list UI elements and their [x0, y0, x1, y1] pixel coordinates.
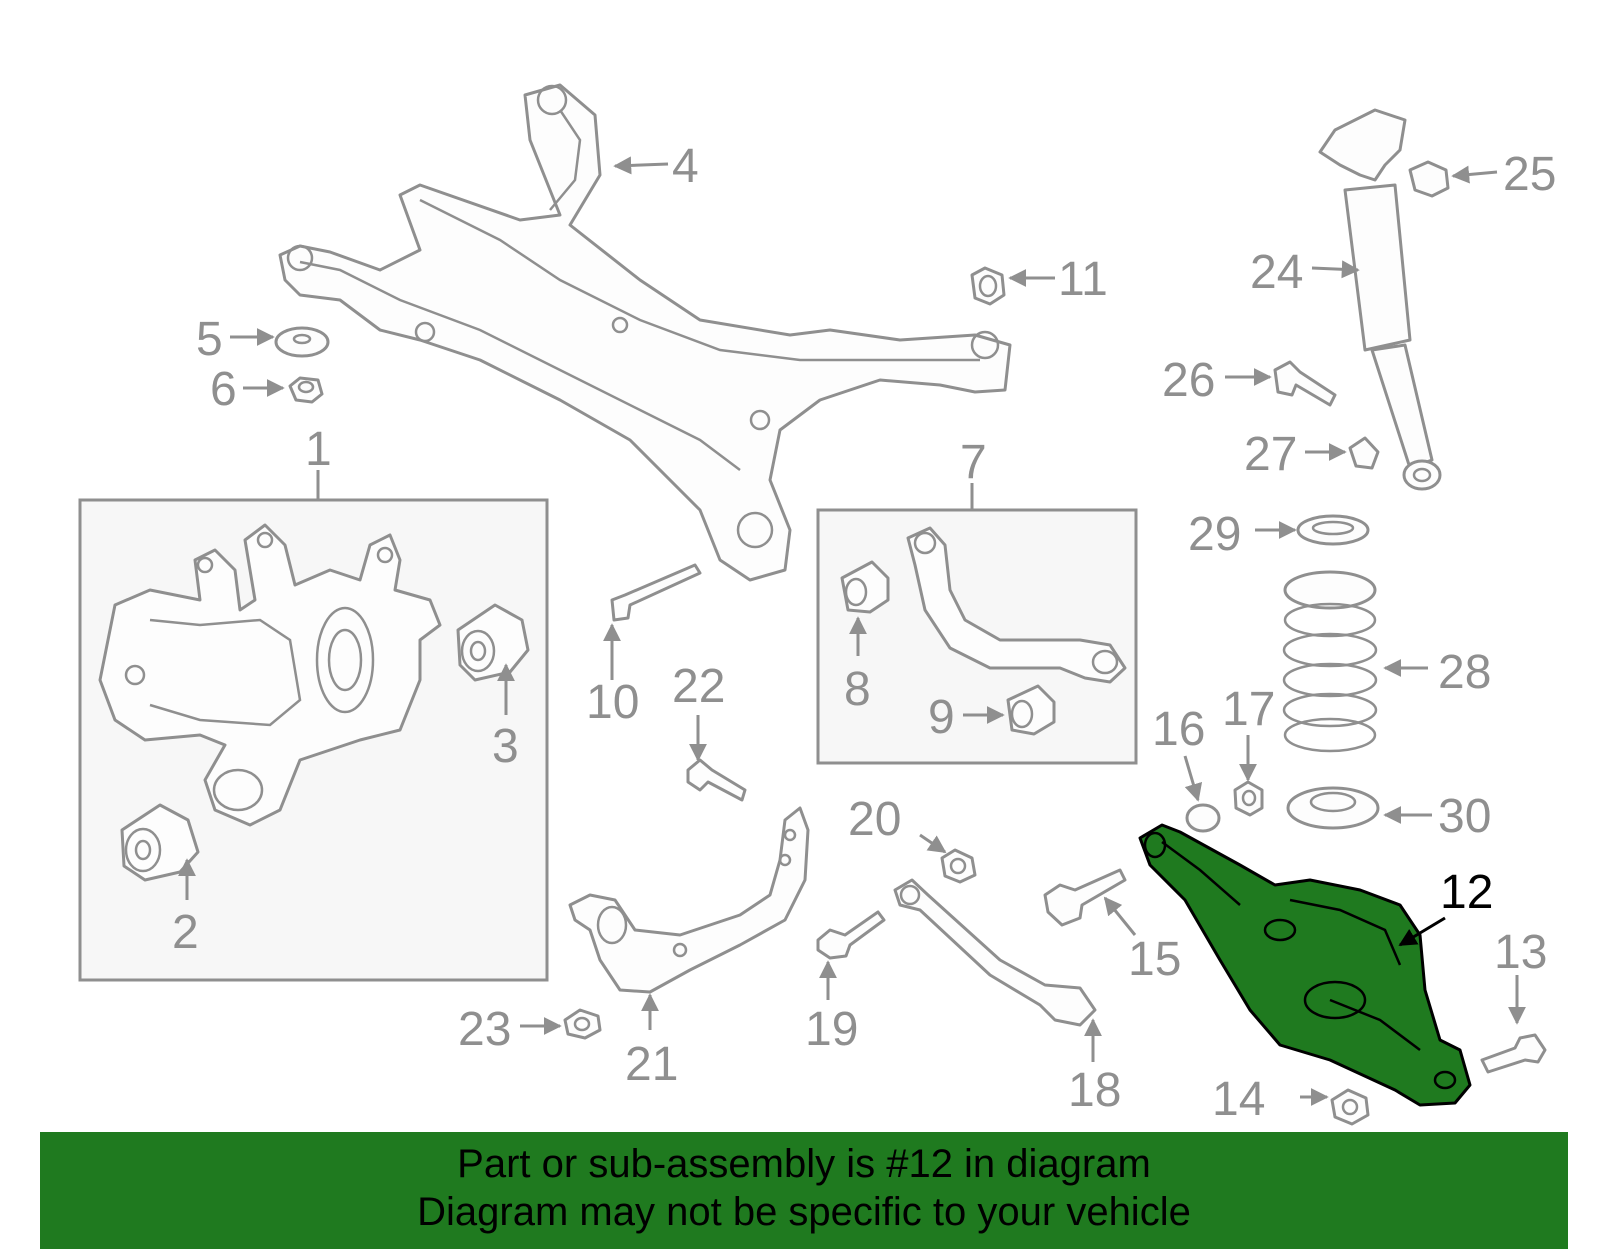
- spring-seat-29: [1296, 514, 1370, 546]
- nut-23: [563, 1008, 602, 1040]
- callout-23[interactable]: 23: [458, 1003, 511, 1056]
- callout-29[interactable]: 29: [1188, 508, 1241, 561]
- bushing-9: [1006, 684, 1056, 736]
- callout-15[interactable]: 15: [1128, 933, 1181, 986]
- footer-line-1: Part or sub-assembly is #12 in diagram: [457, 1142, 1151, 1186]
- nut-17: [1233, 780, 1264, 817]
- subframe-crossmember: [278, 83, 1012, 582]
- callout-25[interactable]: 25: [1503, 148, 1556, 201]
- callout-27[interactable]: 27: [1244, 428, 1297, 481]
- upper-arm-7: [906, 526, 1127, 684]
- callout-4[interactable]: 4: [672, 140, 699, 193]
- nut-20: [940, 848, 977, 884]
- callout-24[interactable]: 24: [1250, 246, 1303, 299]
- footer-line-2: Diagram may not be specific to your vehi…: [417, 1190, 1191, 1234]
- rear-knuckle: [98, 523, 442, 827]
- bolt-13: [1480, 1033, 1547, 1074]
- bushing-3: [456, 603, 530, 682]
- callout-3[interactable]: 3: [492, 720, 519, 773]
- callout-14[interactable]: 14: [1212, 1073, 1265, 1126]
- callout-26[interactable]: 26: [1162, 354, 1215, 407]
- shock-absorber-24: [1318, 108, 1442, 491]
- ring-16: [1185, 803, 1221, 833]
- lower-control-arm-12: [1138, 823, 1472, 1107]
- bolt-19: [816, 910, 886, 960]
- nut-14: [1330, 1088, 1370, 1126]
- callout-1[interactable]: 1: [305, 423, 332, 476]
- bolt-22: [686, 758, 747, 802]
- bolt-26: [1273, 360, 1337, 407]
- callout-5[interactable]: 5: [196, 313, 223, 366]
- callout-28[interactable]: 28: [1438, 646, 1491, 699]
- trailing-arm-21: [568, 806, 810, 994]
- callout-22[interactable]: 22: [672, 660, 725, 713]
- bolt-10: [610, 563, 702, 622]
- callout-18[interactable]: 18: [1068, 1064, 1121, 1117]
- spring-seat-30: [1286, 786, 1380, 830]
- clip-27: [1348, 436, 1380, 470]
- callout-16[interactable]: 16: [1152, 703, 1205, 756]
- toe-link-18: [893, 878, 1097, 1027]
- callout-9[interactable]: 9: [928, 691, 955, 744]
- callout-17[interactable]: 17: [1222, 683, 1275, 736]
- callout-21[interactable]: 21: [625, 1038, 678, 1091]
- callout-10[interactable]: 10: [586, 676, 639, 729]
- callout-6[interactable]: 6: [210, 363, 237, 416]
- callout-19[interactable]: 19: [805, 1003, 858, 1056]
- nut-11: [970, 266, 1006, 306]
- washer-5: [274, 326, 330, 358]
- callout-12[interactable]: 12: [1440, 866, 1493, 919]
- footer-banner: Part or sub-assembly is #12 in diagram D…: [40, 1132, 1568, 1249]
- callout-13[interactable]: 13: [1494, 926, 1547, 979]
- nut-6: [288, 376, 324, 404]
- callout-11[interactable]: 11: [1058, 253, 1108, 306]
- callout-20[interactable]: 20: [848, 793, 901, 846]
- bushing-8: [840, 560, 890, 614]
- coil-spring-28: [1282, 570, 1378, 753]
- callout-8[interactable]: 8: [844, 663, 871, 716]
- callout-7[interactable]: 7: [960, 436, 987, 489]
- callout-30[interactable]: 30: [1438, 790, 1491, 843]
- bolt-15: [1043, 868, 1127, 927]
- callout-2[interactable]: 2: [172, 906, 199, 959]
- nut-25: [1408, 160, 1450, 198]
